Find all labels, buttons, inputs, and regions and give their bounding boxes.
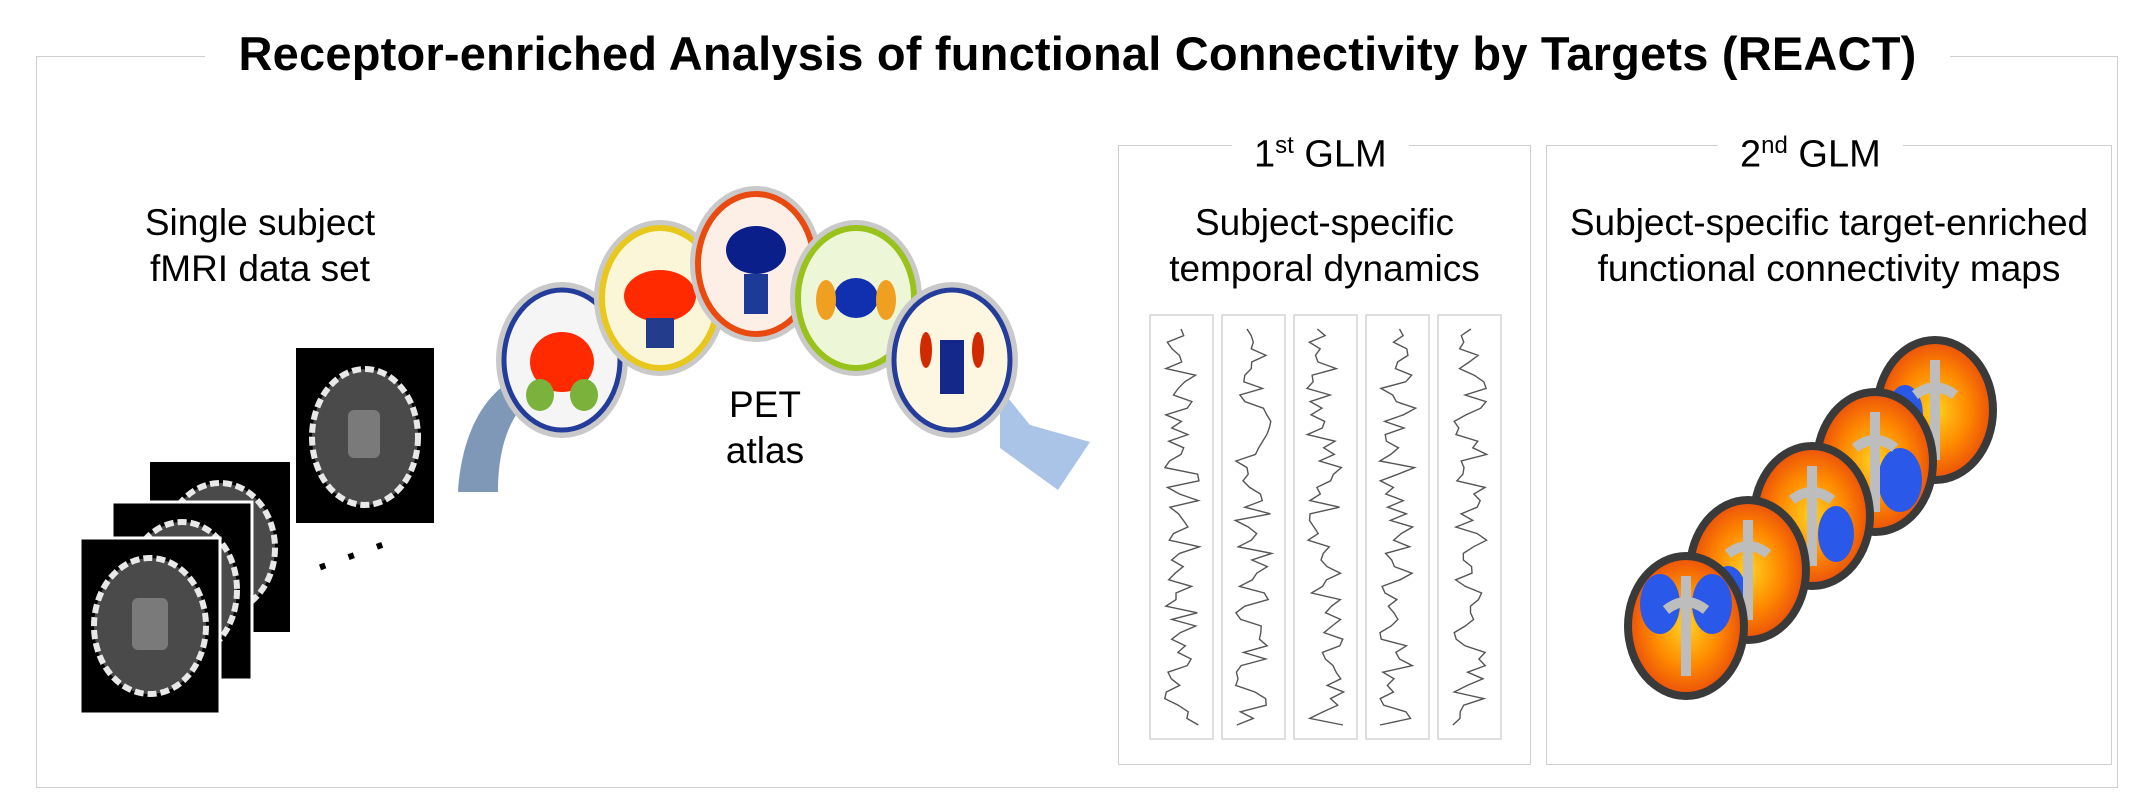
glm2-heading: 2nd GLM [1718, 124, 1903, 177]
pet-atlas-brains [496, 186, 1018, 438]
timeseries-trace [1452, 328, 1489, 726]
timeseries-group [1149, 314, 1502, 740]
timeseries-panel [1293, 314, 1358, 740]
fmri-slice-1 [78, 536, 222, 716]
fmri-slice-4 [296, 348, 434, 523]
timeseries-trace [1305, 328, 1346, 726]
timeseries-trace [1233, 328, 1275, 726]
glm2-description: Subject-specific target-enriched functio… [1569, 202, 2089, 289]
diagram-title-text: Receptor-enriched Analysis of functional… [204, 27, 1951, 80]
glm1-heading: 1st GLM [1232, 124, 1409, 177]
connectivity-map-3 [1750, 442, 1874, 590]
glm1-description: Subject-specific temporal dynamics [1169, 202, 1480, 289]
timeseries-panel [1365, 314, 1430, 740]
connectivity-map-1 [1624, 552, 1748, 700]
pet-brain-5 [886, 282, 1018, 438]
connectivity-maps [1624, 336, 1997, 700]
input-label: Single subject fMRI data set [144, 202, 376, 289]
timeseries-trace [1377, 328, 1418, 726]
timeseries-trace [1163, 328, 1203, 726]
timeseries-panel [1149, 314, 1214, 740]
diagram-title: Receptor-enriched Analysis of functional… [0, 26, 2155, 81]
timeseries-panel [1437, 314, 1502, 740]
timeseries-panel [1221, 314, 1286, 740]
arrow-right-head [1000, 388, 1090, 490]
pet-atlas-label: PET atlas [725, 384, 805, 471]
fmri-stack [78, 348, 434, 716]
